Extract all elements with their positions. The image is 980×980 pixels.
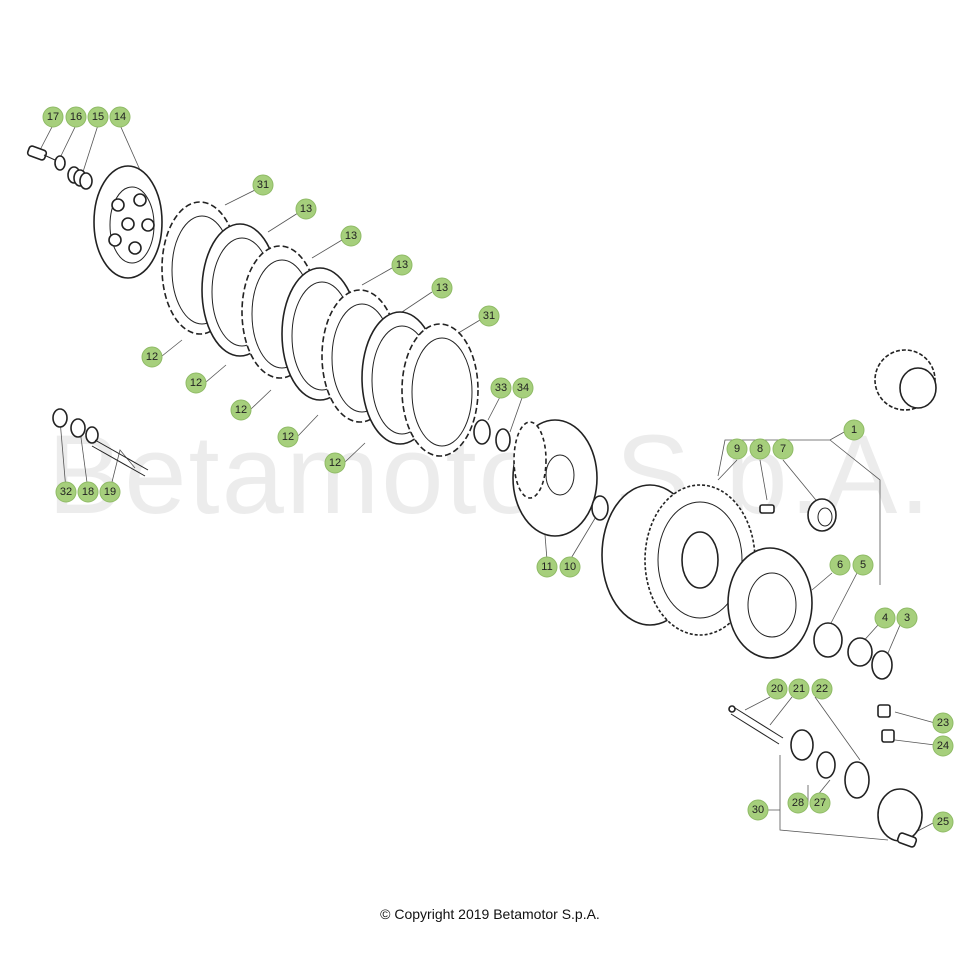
callout-11[interactable]: 11 [536, 556, 558, 578]
bushing-4 [847, 637, 873, 667]
callout-5[interactable]: 5 [852, 554, 874, 576]
svg-text:10: 10 [564, 561, 576, 573]
callout-21[interactable]: 21 [788, 678, 810, 700]
svg-text:23: 23 [937, 717, 949, 729]
callout-33[interactable]: 33 [490, 377, 512, 399]
svg-text:32: 32 [60, 486, 72, 498]
svg-text:18: 18 [82, 486, 94, 498]
washer-3 [871, 650, 893, 680]
washer-10 [591, 495, 609, 521]
svg-text:13: 13 [396, 259, 408, 271]
callout-12-4[interactable]: 12 [277, 426, 299, 448]
callout-15[interactable]: 15 [87, 106, 109, 128]
callout-12-1[interactable]: 12 [141, 346, 163, 368]
callout-24[interactable]: 24 [932, 735, 954, 757]
bushing-7 [807, 498, 837, 532]
callout-12-2[interactable]: 12 [185, 372, 207, 394]
callout-13-1[interactable]: 13 [295, 198, 317, 220]
svg-text:3: 3 [904, 612, 910, 624]
callout-3[interactable]: 3 [896, 607, 918, 629]
svg-text:12: 12 [329, 457, 341, 469]
svg-text:17: 17 [47, 111, 59, 123]
callout-30[interactable]: 30 [747, 799, 769, 821]
callout-6[interactable]: 6 [829, 554, 851, 576]
svg-text:14: 14 [114, 111, 126, 123]
callout-16[interactable]: 16 [65, 106, 87, 128]
callout-13-3[interactable]: 13 [391, 254, 413, 276]
svg-text:13: 13 [300, 203, 312, 215]
callout-9[interactable]: 9 [726, 438, 748, 460]
slave-cylinder-set [728, 704, 923, 848]
svg-text:5: 5 [860, 559, 866, 571]
bearing-33 [473, 419, 491, 445]
callout-17[interactable]: 17 [42, 106, 64, 128]
svg-text:11: 11 [541, 561, 552, 573]
leader-lines [39, 124, 936, 841]
clutch-discs [161, 201, 479, 457]
svg-text:33: 33 [495, 382, 507, 394]
callout-25[interactable]: 25 [932, 811, 954, 833]
callout-19[interactable]: 19 [99, 481, 121, 503]
svg-text:19: 19 [104, 486, 116, 498]
svg-text:8: 8 [757, 443, 763, 455]
callout-1[interactable]: 1 [843, 419, 865, 441]
spring-15 [67, 166, 93, 190]
callout-14[interactable]: 14 [109, 106, 131, 128]
screw-17 [26, 145, 56, 161]
svg-text:31: 31 [257, 179, 269, 191]
svg-text:4: 4 [882, 612, 888, 624]
callout-34[interactable]: 34 [512, 377, 534, 399]
svg-text:1: 1 [851, 424, 857, 436]
damper-plate-6 [727, 547, 813, 659]
svg-text:31: 31 [483, 310, 495, 322]
svg-text:34: 34 [517, 382, 529, 394]
svg-text:12: 12 [190, 377, 202, 389]
callout-8[interactable]: 8 [749, 438, 771, 460]
svg-text:24: 24 [937, 740, 949, 752]
svg-text:22: 22 [816, 683, 828, 695]
svg-text:21: 21 [793, 683, 805, 695]
svg-text:27: 27 [814, 797, 826, 809]
callout-32[interactable]: 32 [55, 481, 77, 503]
svg-text:13: 13 [436, 282, 448, 294]
svg-text:30: 30 [752, 804, 764, 816]
pushrod-32-18-19 [52, 408, 149, 477]
callout-31-top[interactable]: 31 [252, 174, 274, 196]
callout-20[interactable]: 20 [766, 678, 788, 700]
callout-7[interactable]: 7 [772, 438, 794, 460]
pressure-plate-14 [93, 165, 163, 279]
callout-10[interactable]: 10 [559, 556, 581, 578]
callout-27[interactable]: 27 [809, 792, 831, 814]
callout-13-4[interactable]: 13 [431, 277, 453, 299]
washer-16 [54, 155, 66, 171]
svg-text:7: 7 [780, 443, 786, 455]
callout-18[interactable]: 18 [77, 481, 99, 503]
callout-23[interactable]: 23 [932, 712, 954, 734]
svg-text:6: 6 [837, 559, 843, 571]
callout-28[interactable]: 28 [787, 792, 809, 814]
svg-text:16: 16 [70, 111, 82, 123]
svg-text:20: 20 [771, 683, 783, 695]
svg-text:12: 12 [146, 351, 158, 363]
svg-text:28: 28 [792, 797, 804, 809]
pin-9 [759, 504, 775, 514]
bushing-5 [813, 622, 843, 658]
svg-text:25: 25 [937, 816, 949, 828]
callout-22[interactable]: 22 [811, 678, 833, 700]
gear-1 [874, 349, 937, 411]
washer-34 [495, 428, 511, 452]
callout-31-bottom[interactable]: 31 [478, 305, 500, 327]
svg-text:9: 9 [734, 443, 740, 455]
svg-text:13: 13 [345, 230, 357, 242]
svg-text:15: 15 [92, 111, 104, 123]
svg-text:12: 12 [282, 431, 294, 443]
svg-text:12: 12 [235, 404, 247, 416]
inner-hub-11 [512, 419, 598, 537]
callout-13-2[interactable]: 13 [340, 225, 362, 247]
callout-12-3[interactable]: 12 [230, 399, 252, 421]
callout-12-5[interactable]: 12 [324, 452, 346, 474]
copyright-notice: © Copyright 2019 Betamotor S.p.A. [380, 906, 600, 922]
callout-4[interactable]: 4 [874, 607, 896, 629]
